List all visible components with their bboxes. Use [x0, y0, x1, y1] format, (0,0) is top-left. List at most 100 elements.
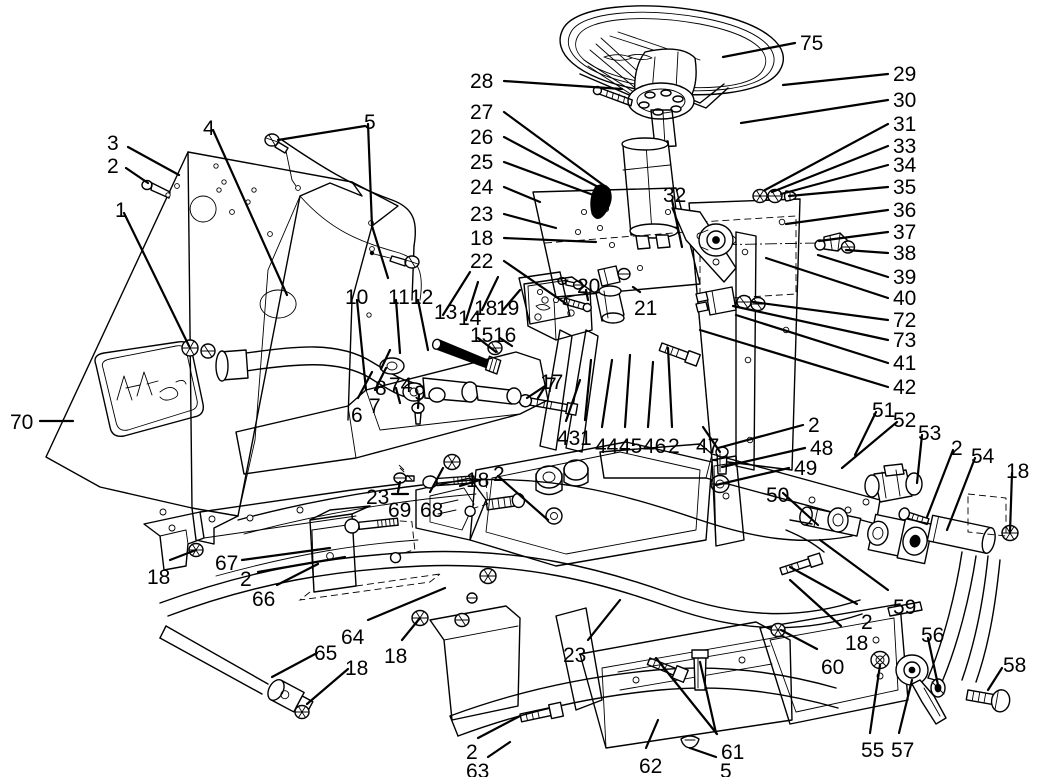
leader-line-42 [698, 328, 890, 389]
leader-line-11 [394, 298, 402, 355]
callout-number-5: 5 [720, 760, 732, 777]
callout-number-74: 74 [389, 374, 413, 397]
leader-line-33 [770, 144, 890, 194]
callout-number-18: 18 [466, 469, 490, 492]
leader-line-14 [464, 280, 480, 322]
leader-line-1 [122, 211, 191, 348]
callout-number-70: 70 [10, 411, 34, 434]
callout-number-23: 23 [470, 203, 494, 226]
callout-number-33: 33 [893, 135, 917, 158]
callout-number-63: 63 [466, 760, 490, 777]
leader-line-18 [480, 275, 500, 312]
leader-line-36 [784, 208, 890, 226]
leader-line-5 [688, 746, 718, 759]
callout-number-7: 7 [545, 374, 557, 397]
callout-number-64: 64 [341, 626, 365, 649]
leader-line-34 [779, 163, 890, 196]
leader-line-38 [844, 248, 890, 255]
callout-number-36: 36 [893, 199, 917, 222]
callout-number-50: 50 [766, 484, 790, 507]
callout-number-34: 34 [893, 154, 917, 177]
callout-number-69: 69 [388, 499, 412, 522]
leader-line-27 [502, 110, 612, 192]
callout-number-52: 52 [893, 409, 917, 432]
leader-line-37 [817, 230, 890, 243]
leader-line-18 [400, 616, 422, 642]
leader-line-55 [868, 663, 882, 735]
callout-number-15: 15 [470, 324, 494, 347]
callout-number-4: 4 [203, 117, 215, 140]
leader-line-62 [644, 718, 660, 750]
leader-line-20 [584, 288, 590, 302]
callout-number-39: 39 [893, 266, 917, 289]
right-rail-bracket [711, 455, 745, 547]
leader-line-5 [366, 122, 390, 280]
leader-line-45 [623, 353, 632, 429]
leader-line-18 [788, 578, 843, 628]
callout-number-1: 1 [580, 427, 592, 450]
leader-line-18 [168, 548, 198, 562]
callout-number-26: 26 [470, 126, 494, 149]
callout-number-54: 54 [971, 445, 995, 468]
leader-line-2 [716, 423, 805, 450]
callout-number-18: 18 [1006, 460, 1030, 483]
callout-number-10: 10 [345, 286, 369, 309]
leader-line-7 [525, 384, 547, 400]
leader-line-19 [501, 288, 522, 312]
callout-number-2: 2 [107, 155, 119, 178]
leader-line-67 [240, 546, 332, 562]
callout-number-61: 61 [721, 741, 745, 764]
callout-number-5: 5 [364, 111, 376, 134]
tr-badge-plate [94, 341, 204, 437]
callout-number-58: 58 [1003, 654, 1027, 677]
leader-line-3 [126, 145, 181, 177]
callout-number-8: 8 [375, 377, 387, 400]
leader-line-2 [476, 714, 522, 740]
callout-number-2: 2 [493, 463, 505, 486]
callout-number-14: 14 [458, 307, 482, 330]
leader-line-10 [355, 298, 368, 392]
leader-line-13 [441, 270, 472, 317]
leader-line-6 [356, 370, 374, 400]
leader-line-2 [788, 565, 859, 606]
callout-number-44: 44 [595, 435, 619, 458]
leader-line-51 [853, 410, 878, 457]
leader-line-1 [583, 358, 593, 422]
callout-number-18: 18 [384, 645, 408, 668]
callout-number-32: 32 [663, 184, 687, 207]
callout-number-41: 41 [893, 352, 917, 375]
leader-line-18 [458, 478, 482, 488]
leader-line-18 [305, 667, 350, 706]
callout-number-2: 2 [951, 437, 963, 460]
callout-number-21: 21 [634, 297, 658, 320]
leader-line-50 [781, 491, 820, 527]
leader-line-23 [586, 598, 622, 642]
callout-number-11: 11 [388, 286, 410, 309]
leader-line-54 [945, 456, 977, 532]
leader-line-2 [256, 555, 347, 574]
leader-line-58 [986, 666, 1004, 692]
callout-number-47: 47 [696, 435, 720, 458]
callout-number-67: 67 [215, 552, 239, 575]
callout-number-31: 31 [893, 113, 917, 136]
callout-number-2: 2 [466, 741, 478, 764]
callout-number-2: 2 [808, 414, 820, 437]
leader-line-59 [818, 538, 890, 592]
leader-line-4 [211, 128, 289, 297]
leader-line-48 [720, 446, 807, 469]
callout-number-73: 73 [893, 329, 917, 352]
callout-number-3: 3 [107, 132, 119, 155]
callout-number-6: 6 [351, 404, 363, 427]
leader-line-15 [476, 336, 498, 354]
leader-line-23 [502, 212, 558, 230]
chassis-frame [143, 346, 923, 749]
leader-line-25 [502, 160, 598, 198]
callout-number-65: 65 [314, 642, 338, 665]
callout-number-38: 38 [893, 242, 917, 265]
callout-number-18: 18 [845, 632, 869, 655]
callout-leader-lines [38, 41, 1014, 759]
leader-line-74 [394, 386, 402, 405]
callout-number-53: 53 [918, 422, 942, 445]
